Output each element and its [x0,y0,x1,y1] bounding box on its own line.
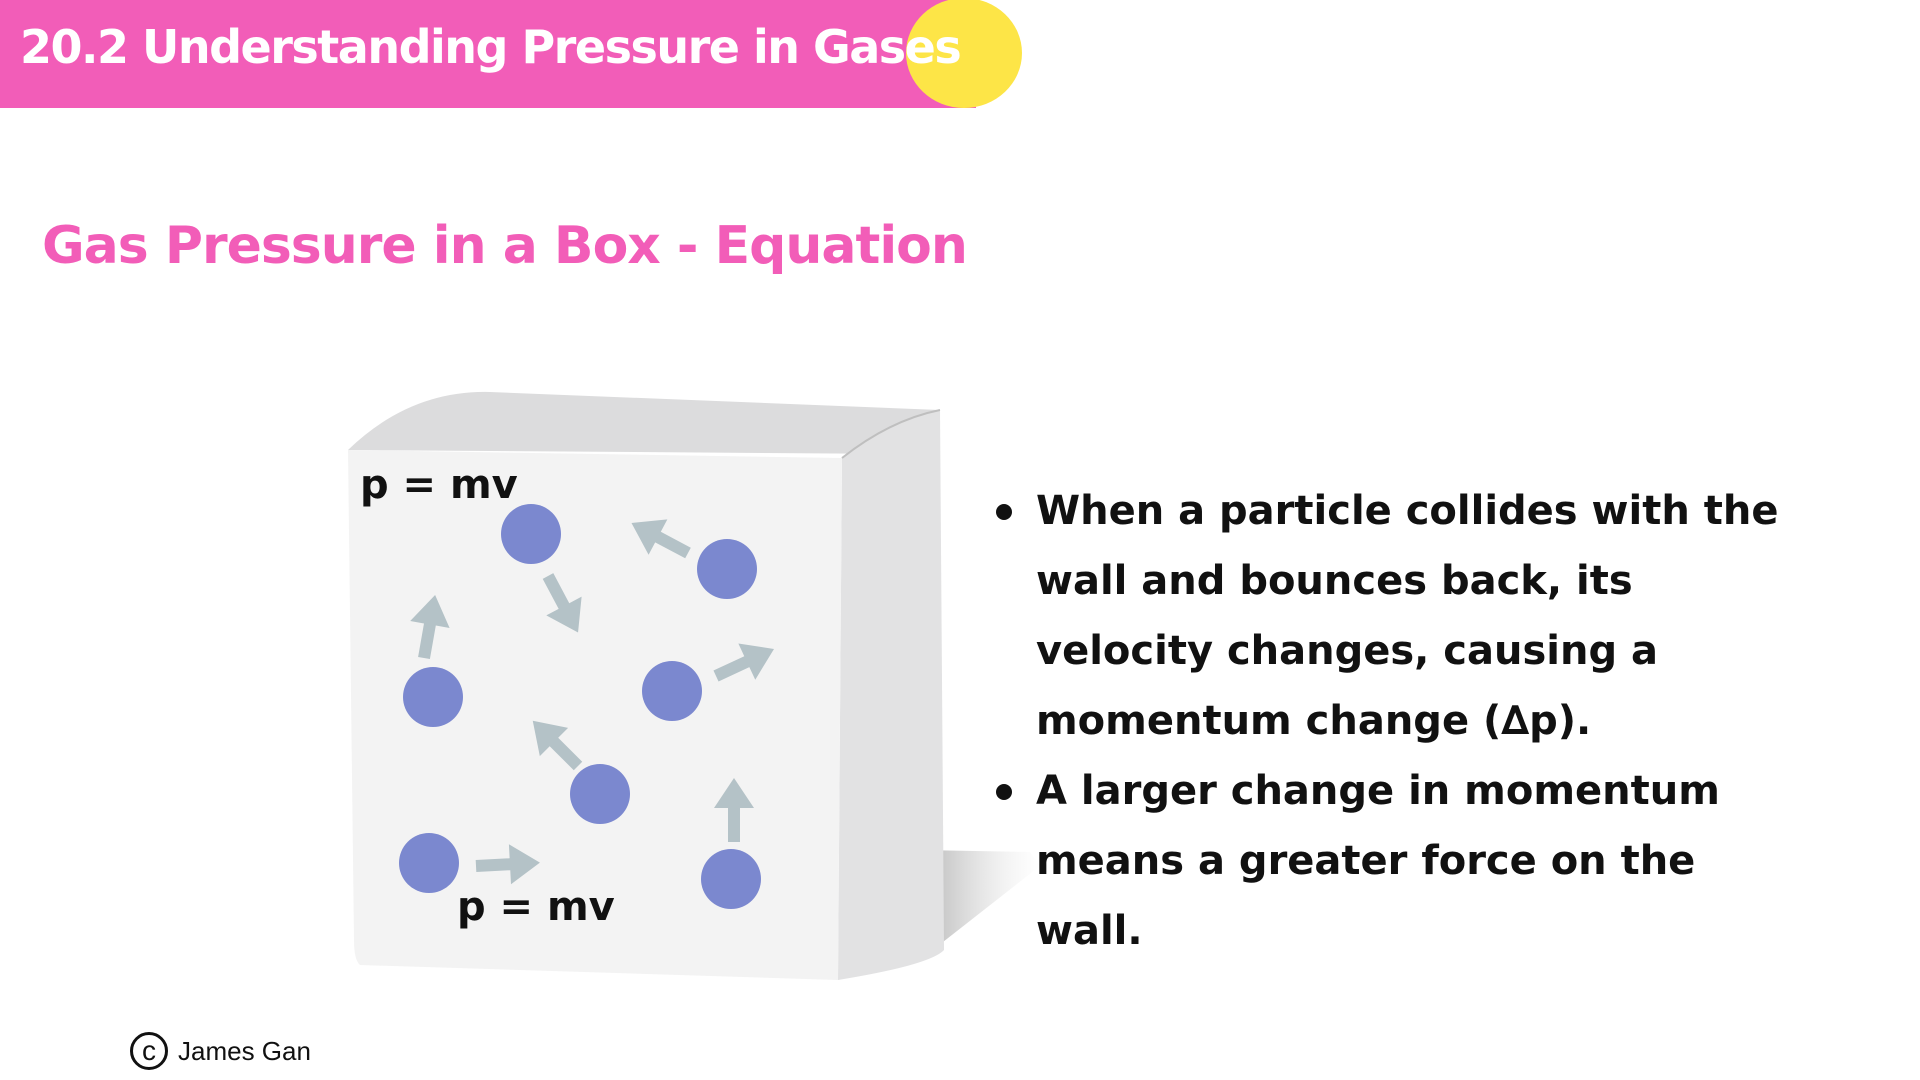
gas-particle [399,833,459,893]
author-name: James Gan [178,1035,311,1066]
bullet-item: A larger change in momentum means a grea… [994,756,1794,966]
box-edge [841,409,941,459]
arrow-icon [713,643,775,682]
arrow-icon [475,844,540,885]
box-top-face [348,391,940,454]
gas-particle [501,504,561,564]
header-accent-circle [906,0,1022,108]
arrow-icon [410,594,450,660]
bottom-momentum-equation: p = mv [457,884,615,930]
top-momentum-equation: p = mv [360,462,518,508]
box-shadow [920,850,1040,960]
gas-particle [403,667,463,727]
arrow-icon [631,519,691,559]
explanation-bullet-list: When a particle collides with the wall a… [994,476,1794,966]
header-title: 20.2 Understanding Pressure in Gases [20,20,962,74]
gas-particle [570,764,630,824]
arrow-icon [532,720,583,771]
arrow-icon [714,778,754,842]
gas-particles [399,504,761,909]
author-credit: c James Gan [130,1028,311,1074]
gas-particle [642,661,702,721]
slide-subtitle: Gas Pressure in a Box - Equation [42,216,968,276]
momentum-arrows [410,519,775,885]
gas-box-diagram: p = mv p = mv [330,380,1050,1000]
gas-particle [701,849,761,909]
gas-particle [697,539,757,599]
arrow-icon [542,573,582,633]
bullet-item: When a particle collides with the wall a… [994,476,1794,756]
box-side-face [838,410,944,980]
header-bar [0,0,976,108]
copyright-icon: c [130,1032,168,1070]
gas-box-svg: p = mv p = mv [348,391,1040,980]
